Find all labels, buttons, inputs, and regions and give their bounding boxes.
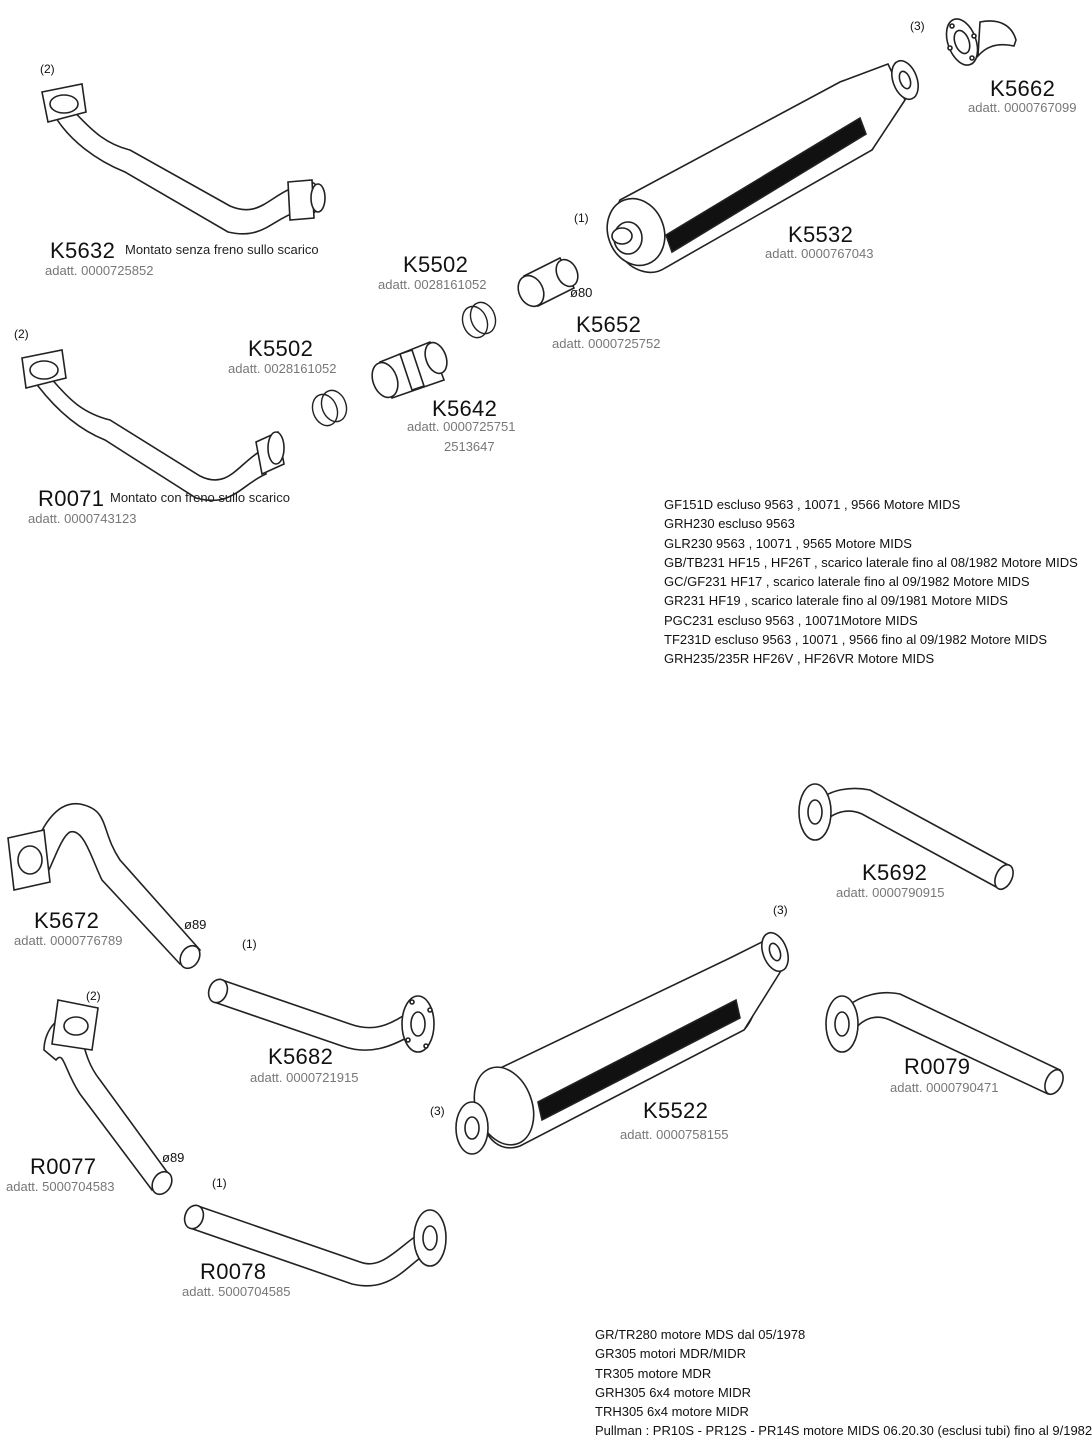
k5672-code: K5672 — [34, 908, 100, 933]
k5652-diameter: ø80 — [570, 285, 593, 300]
k5532-muffler — [606, 59, 919, 274]
k5642-sleeve — [371, 340, 448, 400]
k5532-code: K5532 — [788, 222, 854, 247]
k5532-callout: (1) — [574, 211, 589, 225]
application-line: GR231 HF19 , scarico laterale fino al 09… — [664, 593, 1008, 609]
k5632-callout: (2) — [40, 62, 55, 76]
r0077-pipe — [43, 999, 173, 1196]
application-line: GRH235/235R HF26V , HF26VR Motore MIDS — [664, 651, 935, 667]
k5672-diameter: ø89 — [184, 917, 207, 932]
r0079-pipe — [825, 991, 1064, 1096]
k5522-ref: adatt. 0000758155 — [620, 1127, 729, 1142]
r0077-ref: adatt. 5000704583 — [6, 1179, 115, 1194]
k5662-ref: adatt. 0000767099 — [968, 100, 1077, 115]
k5642-code: K5642 — [432, 396, 498, 421]
k5632-code: K5632 — [50, 238, 116, 263]
k5632-pipe — [41, 83, 326, 235]
k5692-pipe — [798, 783, 1014, 891]
k5502b-ref: adatt. 0028161052 — [228, 361, 337, 376]
k5642-ref2: 2513647 — [444, 439, 495, 454]
application-line: GR305 motori MDR/MIDR — [595, 1346, 746, 1362]
k5672-ref: adatt. 0000776789 — [14, 933, 123, 948]
r0079-ref: adatt. 0000790471 — [890, 1080, 999, 1095]
r0078-ref: adatt. 5000704585 — [182, 1284, 291, 1299]
application-line: PGC231 escluso 9563 , 10071Motore MIDS — [664, 612, 918, 628]
k5652-code: K5652 — [576, 312, 642, 337]
r0071-callout: (2) — [14, 327, 29, 341]
k5692-code: K5692 — [862, 860, 928, 885]
application-line: Pullman : PR10S - PR12S - PR14S motore M… — [595, 1423, 1092, 1439]
applications-top: GF151D escluso 9563 , 10071 , 9566 Motor… — [664, 495, 1078, 669]
r0077-callout: (2) — [86, 989, 101, 1003]
r0071-code: R0071 — [38, 486, 105, 511]
application-line: GRH230 escluso 9563 — [664, 516, 795, 532]
k5502a-code: K5502 — [403, 252, 469, 277]
application-line: GF151D escluso 9563 , 10071 , 9566 Motor… — [664, 497, 961, 512]
applications-bottom: GR/TR280 motore MDS dal 05/1978 GR305 mo… — [595, 1325, 1092, 1441]
k5682-ref: adatt. 0000721915 — [250, 1070, 359, 1085]
k5502-rings-top — [461, 301, 497, 339]
r0078-pipe — [183, 1204, 447, 1287]
k5522-code: K5522 — [643, 1098, 709, 1123]
k5532-ref: adatt. 0000767043 — [765, 246, 874, 261]
k5662-code: K5662 — [990, 76, 1056, 101]
r0071-pipe — [21, 349, 285, 502]
k5522-callout-left: (3) — [430, 1104, 445, 1118]
k5522-muffler — [455, 931, 789, 1155]
application-line: TRH305 6x4 motore MIDR — [595, 1404, 749, 1420]
application-line: GR/TR280 motore MDS dal 05/1978 — [595, 1327, 806, 1342]
k5652-sleeve — [517, 256, 579, 308]
r0077-code: R0077 — [30, 1154, 97, 1179]
k5672-pipe — [7, 802, 202, 970]
k5652-ref: adatt. 0000725752 — [552, 336, 661, 351]
k5682-callout: (1) — [242, 937, 257, 951]
application-line: GRH305 6x4 motore MIDR — [595, 1384, 752, 1400]
k5682-pipe — [207, 978, 435, 1053]
k5502a-ref: adatt. 0028161052 — [378, 277, 487, 292]
k5662-callout: (3) — [910, 19, 925, 33]
r0078-code: R0078 — [200, 1259, 267, 1284]
application-line: GB/TB231 HF15 , HF26T , scarico laterale… — [664, 554, 1078, 570]
r0071-note: Montato con freno sullo scarico — [110, 490, 290, 505]
r0071-ref: adatt. 0000743123 — [28, 511, 137, 526]
application-line: TR305 motore MDR — [595, 1365, 712, 1381]
r0077-diameter: ø89 — [162, 1150, 185, 1165]
application-line: GC/GF231 HF17 , scarico laterale fino al… — [664, 574, 1030, 590]
k5682-code: K5682 — [268, 1044, 334, 1069]
k5632-ref: adatt. 0000725852 — [45, 263, 154, 278]
r0078-callout: (1) — [212, 1176, 227, 1190]
application-line: TF231D escluso 9563 , 10071 , 9566 fino … — [664, 632, 1048, 648]
application-line: GLR230 9563 , 10071 , 9565 Motore MIDS — [664, 535, 912, 551]
k5502b-code: K5502 — [248, 336, 314, 361]
k5662-adapter — [945, 18, 1017, 66]
k5632-note: Montato senza freno sullo scarico — [125, 242, 319, 257]
k5692-ref: adatt. 0000790915 — [836, 885, 945, 900]
k5642-ref: adatt. 0000725751 — [407, 419, 516, 434]
r0079-code: R0079 — [904, 1054, 971, 1079]
k5502-rings-bottom — [311, 389, 348, 427]
k5522-callout-top: (3) — [773, 903, 788, 917]
